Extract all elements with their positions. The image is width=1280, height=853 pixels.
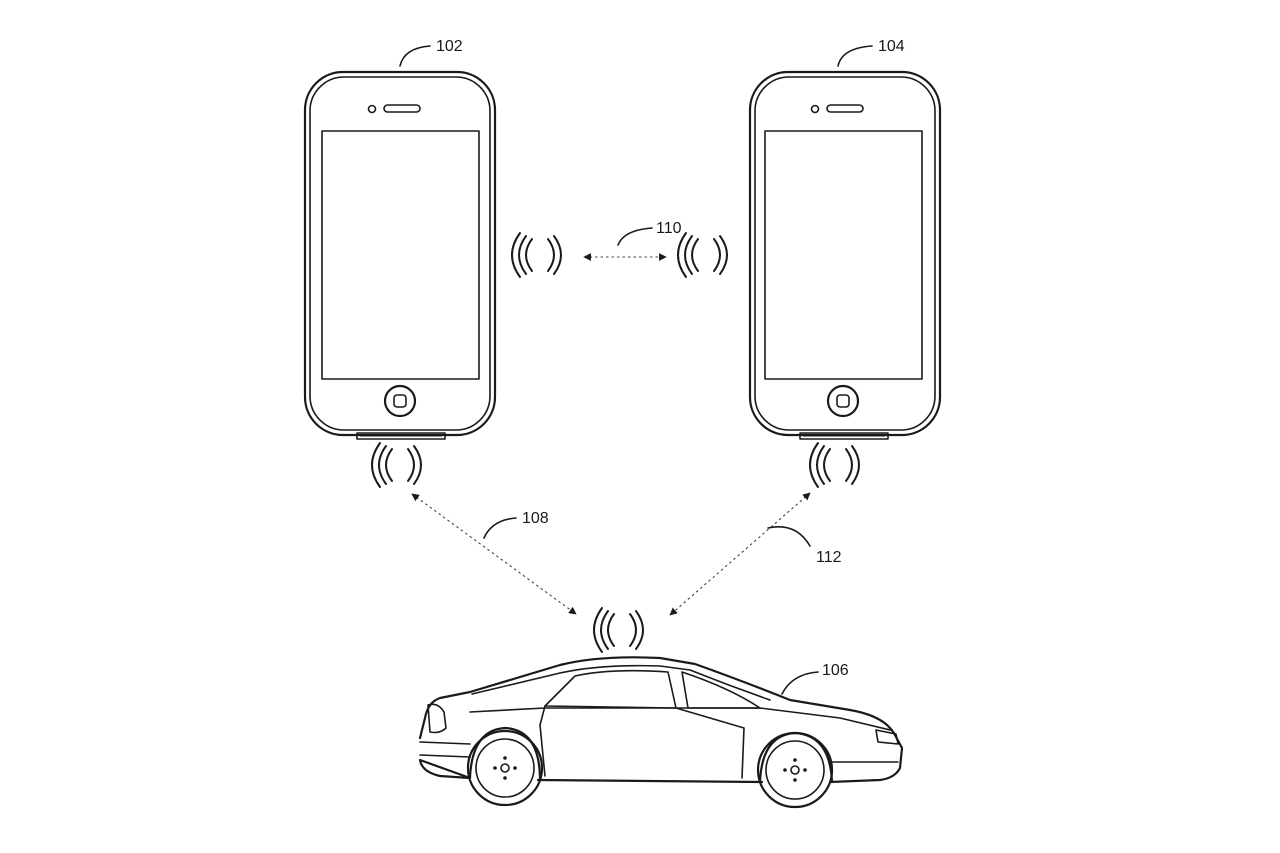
signal-icon-phone-right-side — [677, 232, 728, 278]
leader-112 — [767, 526, 811, 547]
phone-left-home-button — [383, 384, 417, 418]
vehicle-rear-wheel — [466, 729, 544, 807]
phone-left — [303, 70, 497, 440]
link-arrow-108 — [411, 493, 577, 615]
leader-108 — [483, 517, 517, 539]
vehicle-window-rear — [681, 671, 761, 709]
leader-104 — [837, 45, 873, 67]
leader-106 — [781, 671, 819, 695]
label-112: 112 — [816, 549, 842, 566]
vehicle — [418, 656, 904, 809]
link-arrow-112 — [669, 492, 811, 616]
phone-right — [748, 70, 942, 440]
vehicle-front-wheel — [756, 731, 834, 809]
phone-left-screen — [321, 130, 480, 380]
signal-icon-phone-left-side — [511, 232, 562, 278]
label-108: 108 — [522, 510, 549, 527]
vehicle-tail-light — [427, 703, 447, 734]
label-104: 104 — [878, 38, 905, 55]
phone-left-speaker — [383, 104, 421, 113]
vehicle-head-light — [875, 729, 899, 745]
leader-102 — [399, 45, 431, 67]
label-106: 106 — [822, 662, 849, 679]
label-102: 102 — [436, 38, 463, 55]
label-110: 110 — [656, 220, 682, 237]
signal-icon-vehicle — [593, 607, 644, 653]
leader-110 — [617, 227, 653, 246]
phone-right-speaker — [826, 104, 864, 113]
phone-left-port — [356, 432, 446, 440]
phone-right-camera — [810, 104, 820, 114]
signal-icon-phone-left-bottom — [371, 442, 422, 488]
phone-right-home-button — [826, 384, 860, 418]
signal-icon-phone-right-bottom — [809, 442, 860, 488]
vehicle-window-front — [544, 669, 677, 709]
phone-right-screen — [764, 130, 923, 380]
phone-left-camera — [367, 104, 377, 114]
phone-right-port — [799, 432, 889, 440]
